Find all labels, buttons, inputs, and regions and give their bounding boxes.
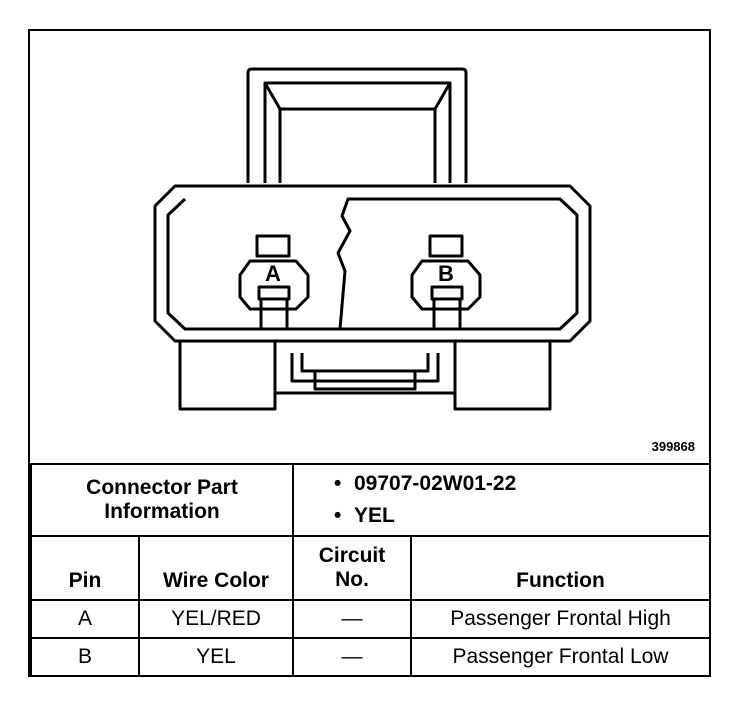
table-header-row: Pin Wire Color Circuit No. Function — [30, 535, 711, 601]
cavity-label-a: A — [265, 261, 281, 286]
connector-part-info-values: •09707-02W01-22 •YEL — [292, 463, 711, 537]
connector-color: •YEL — [334, 504, 395, 527]
connector-latch — [246, 67, 468, 183]
connector-face-drawing: A B — [153, 67, 592, 411]
cavity-label-b: B — [438, 261, 454, 286]
table-row: A YEL/RED — Passenger Frontal High — [30, 599, 711, 639]
part-info-row: Connector Part Information •09707-02W01-… — [30, 463, 711, 537]
header-wire-color: Wire Color — [138, 535, 294, 601]
header-pin: Pin — [30, 535, 140, 601]
wire-color-cell: YEL/RED — [138, 599, 294, 639]
function-cell: Passenger Frontal Low — [410, 637, 711, 677]
wire-color-cell: YEL — [138, 637, 294, 677]
function-cell: Passenger Frontal High — [410, 599, 711, 639]
connector-info-table: Connector Part Information •09707-02W01-… — [30, 463, 711, 677]
header-circuit-no: Circuit No. — [292, 535, 412, 601]
circuit-cell: — — [292, 599, 412, 639]
cavity-b — [410, 234, 482, 331]
pin-cell: A — [30, 599, 140, 639]
header-function: Function — [410, 535, 711, 601]
connector-part-info-label: Connector Part Information — [30, 463, 294, 537]
table-row: B YEL — Passenger Frontal Low — [30, 637, 711, 677]
part-number: •09707-02W01-22 — [334, 472, 517, 495]
pin-cell: B — [30, 637, 140, 677]
connector-bottom — [178, 341, 552, 411]
circuit-cell: — — [292, 637, 412, 677]
connector-body — [153, 184, 592, 343]
figure-id: 399868 — [651, 439, 695, 454]
connector-diagram-frame: A B 399868 Connector Part Information •0… — [28, 29, 711, 677]
connector-drawing-area: A B 399868 — [30, 31, 709, 463]
cavity-a — [238, 234, 310, 331]
